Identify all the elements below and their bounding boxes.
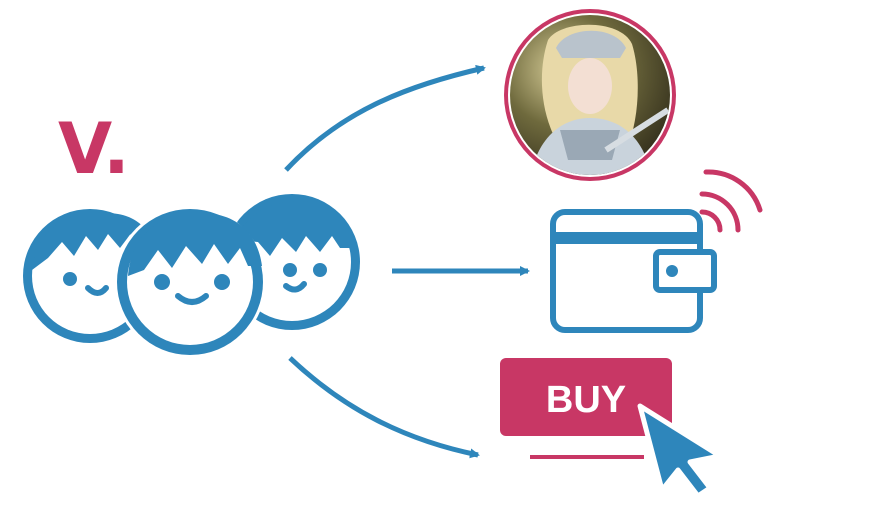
- mouse-cursor-icon: [637, 403, 723, 499]
- buy-button[interactable]: BUY: [500, 358, 672, 436]
- arrow-to-buy: [288, 356, 480, 459]
- brand-logo: V.: [58, 108, 130, 190]
- group-of-people-icon: [23, 194, 360, 358]
- contactless-waves-icon: [699, 169, 763, 233]
- arrow-to-profile: [284, 64, 486, 172]
- wallet-icon: [550, 209, 717, 333]
- profile-photo: [504, 9, 676, 181]
- buy-button-label: BUY: [546, 379, 626, 421]
- center-face-icon: [114, 206, 266, 358]
